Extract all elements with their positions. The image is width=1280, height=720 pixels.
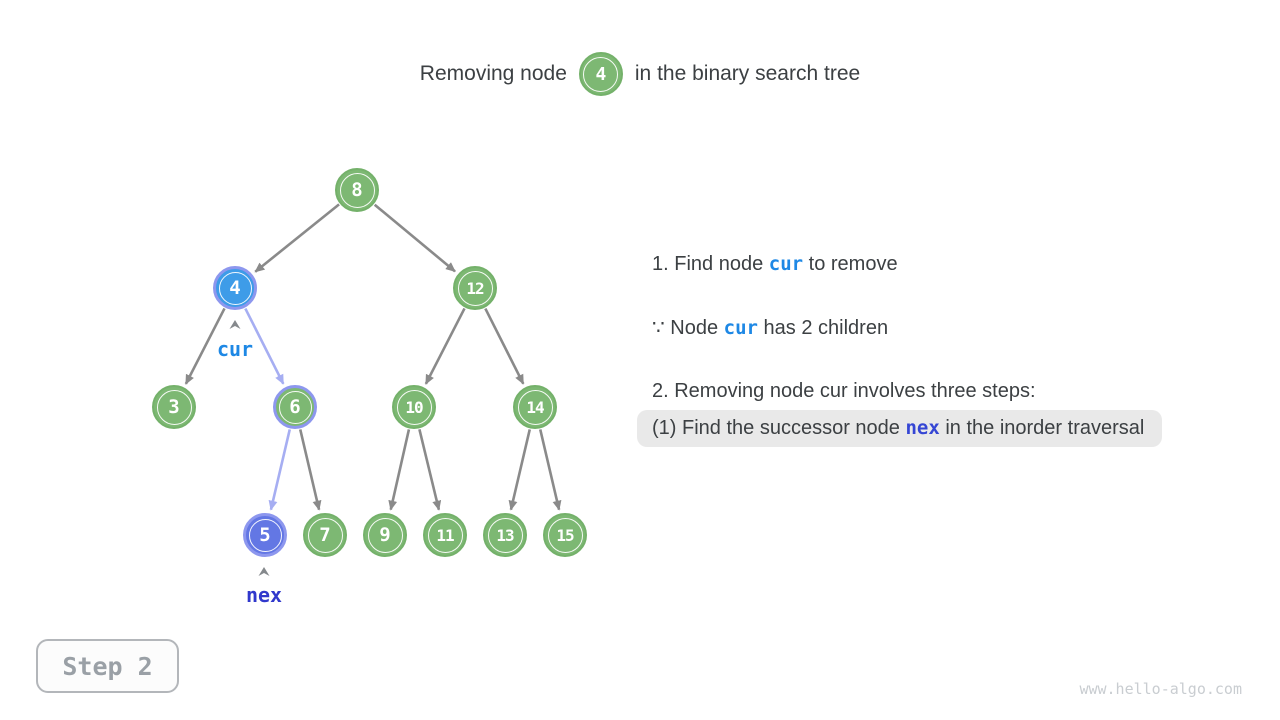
tree-node-value: 15 [556, 525, 574, 545]
text-run: to remove [803, 253, 898, 275]
explanation-line: ∵ Node cur has 2 children [652, 315, 888, 340]
title-suffix: in the binary search tree [634, 62, 861, 85]
watermark-url: www.hello-algo.com [1079, 680, 1242, 698]
text-run: ∵ Node [652, 317, 724, 339]
tree-edge-12-14 [484, 307, 525, 385]
tree-node-14: 14 [513, 385, 557, 429]
tree-node-11: 11 [423, 513, 467, 557]
tree-node-value: 10 [405, 397, 423, 417]
text-run: 1. Find node [652, 253, 769, 275]
keyword-cur: cur [768, 253, 804, 275]
explanation-line: 2. Removing node cur involves three step… [652, 380, 1036, 403]
tree-edge-4-3 [184, 307, 226, 385]
tree-node-value: 11 [436, 525, 454, 545]
tree-edge-14-15 [538, 429, 562, 511]
tree-node-value: 6 [289, 396, 301, 418]
tree-node-value: 4 [229, 277, 241, 299]
tree-node-10: 10 [392, 385, 436, 429]
tree-node-value: 12 [466, 278, 484, 298]
step-badge: Step 2 [36, 639, 179, 693]
tree-node-value: 3 [168, 396, 180, 418]
tree-node-15: 15 [543, 513, 587, 557]
explanation-line: 1. Find node cur to remove [652, 253, 898, 276]
tree-node-value: 5 [259, 524, 271, 546]
tree-node-7: 7 [303, 513, 347, 557]
step-badge-label: Step 2 [62, 651, 153, 681]
tree-edge-10-9 [388, 429, 411, 511]
text-run: has 2 children [757, 317, 889, 339]
title-prefix: Removing node [419, 62, 567, 85]
tree-node-5: 5 [243, 513, 287, 557]
tree-edge-14-13 [508, 429, 532, 511]
tree-node-4: 4 [213, 266, 257, 310]
text-run: 2. Removing node cur involves three step… [652, 380, 1036, 402]
tree-node-9: 9 [363, 513, 407, 557]
pointer-label-cur: cur [216, 337, 254, 361]
title-node-badge: 4 [578, 52, 623, 96]
pointer-caret-icon [258, 567, 270, 576]
tree-edge-8-4 [254, 203, 340, 273]
tree-node-value: 14 [526, 397, 544, 417]
tree-node-value: 13 [496, 525, 514, 545]
tree-node-value: 9 [379, 524, 391, 546]
pointer-caret-icon [229, 320, 241, 329]
text-run: (1) Find the successor node [652, 417, 906, 439]
diagram-title: Removing node 4 in the binary search tre… [0, 50, 1280, 98]
tree-edge-10-11 [418, 429, 442, 511]
tree-edge-6-5 [268, 429, 292, 511]
tree-node-value: 8 [351, 179, 363, 201]
tree-node-3: 3 [152, 385, 196, 429]
tree-node-13: 13 [483, 513, 527, 557]
text-run: in the inorder traversal [939, 417, 1145, 439]
keyword-cur: cur [723, 317, 758, 339]
tree-edge-4-6 [244, 307, 285, 385]
tree-edge-6-7 [298, 429, 322, 511]
tree-node-8: 8 [335, 168, 379, 212]
pointer-label-nex: nex [245, 583, 283, 607]
tree-edge-12-10 [424, 307, 466, 385]
tree-edge-8-12 [373, 203, 456, 273]
tree-node-6: 6 [273, 385, 317, 429]
keyword-nex: nex [905, 417, 940, 439]
tree-node-value: 7 [319, 524, 331, 546]
tree-node-12: 12 [453, 266, 497, 310]
explanation-line-highlighted: (1) Find the successor node nex in the i… [637, 410, 1163, 447]
